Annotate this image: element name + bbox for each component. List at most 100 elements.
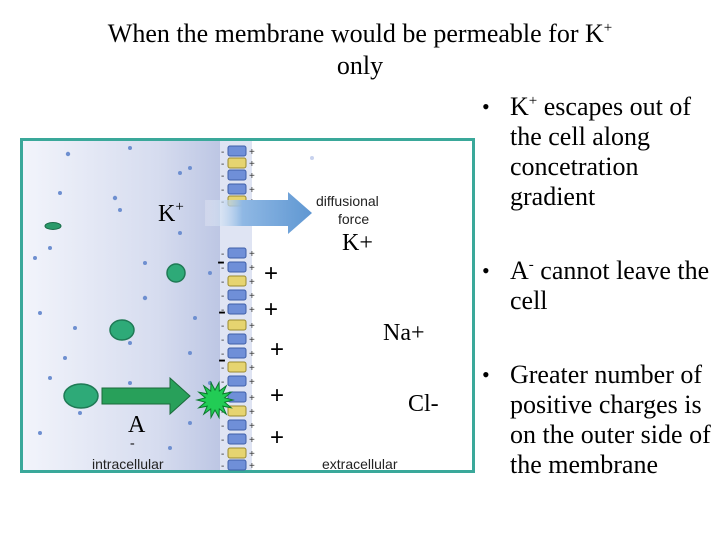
- anion-molecule: [63, 383, 99, 409]
- slide-title: When the membrane would be permeable for…: [60, 18, 660, 82]
- small-plus: +: [249, 435, 255, 446]
- membrane-channel: [227, 347, 247, 359]
- bullet-item: • Greater number of positive charges is …: [482, 360, 711, 479]
- bullet-superscript: -: [528, 257, 534, 273]
- membrane-channel: [227, 447, 247, 459]
- small-minus: -: [221, 449, 224, 460]
- minus-sign: -: [218, 298, 226, 325]
- diffusional-force-arrow: [205, 192, 312, 234]
- membrane-channel: [227, 247, 247, 259]
- intracellular-region: [23, 141, 230, 470]
- na-label: Na+: [383, 320, 425, 346]
- plus-sign: +: [270, 424, 285, 451]
- small-minus: -: [221, 461, 224, 472]
- minus-sign: -: [218, 346, 226, 373]
- small-molecule: [44, 222, 62, 230]
- bullet-item: • A- cannot leave the cell: [482, 256, 710, 315]
- small-plus: +: [249, 291, 255, 302]
- small-minus: -: [221, 171, 224, 182]
- anion-label: A: [128, 412, 146, 438]
- membrane-channel: [227, 289, 247, 301]
- title-superscript: +: [603, 20, 613, 36]
- small-plus: +: [249, 421, 255, 432]
- extracellular-label: extracellular: [322, 456, 398, 472]
- membrane-channel: [227, 459, 247, 471]
- membrane-channel: [227, 361, 247, 373]
- diagram-canvas: - + - + - + - + - + - + - + - + - + - + - + - + - + - + - + - + - + - + - + - +…: [20, 138, 475, 473]
- cell-membrane: -+-+-+-+-+-+-+-+-+-+-+-+-+-+-+-+-+-+-+-+…: [220, 141, 255, 472]
- membrane-channel: [227, 419, 247, 431]
- small-plus: +: [249, 335, 255, 346]
- small-plus: +: [249, 449, 255, 460]
- small-plus: +: [249, 263, 255, 274]
- membrane-channel: [227, 183, 247, 195]
- small-minus: -: [221, 147, 224, 158]
- small-minus: -: [221, 407, 224, 418]
- small-minus: -: [221, 305, 224, 316]
- small-minus: -: [221, 377, 224, 388]
- bullet-list: • K+ escapes out of the cell along conce…: [478, 92, 718, 524]
- small-plus: +: [249, 277, 255, 288]
- small-plus: +: [249, 249, 255, 260]
- small-plus: +: [249, 377, 255, 388]
- bullet-text: K: [510, 92, 529, 121]
- small-plus: +: [249, 159, 255, 170]
- intracellular-label: intracellular: [92, 456, 164, 472]
- minus-sign: -: [217, 248, 225, 275]
- membrane-channel: [227, 261, 247, 273]
- title-line2: only: [336, 51, 384, 80]
- small-minus: -: [221, 335, 224, 346]
- membrane-channel: [227, 433, 247, 445]
- small-minus: -: [221, 249, 224, 260]
- small-plus: +: [249, 171, 255, 182]
- small-minus: -: [221, 363, 224, 374]
- bullet-text: cannot leave the cell: [510, 256, 710, 315]
- anion-subscript: -: [130, 436, 135, 451]
- bullet-superscript: +: [528, 93, 538, 109]
- small-plus: +: [249, 147, 255, 158]
- small-plus: +: [249, 461, 255, 472]
- blocked-anion-arrow: [101, 376, 191, 416]
- small-minus: -: [221, 349, 224, 360]
- small-minus: -: [221, 321, 224, 332]
- plus-sign: +: [270, 336, 285, 363]
- membrane-channel: [227, 169, 247, 181]
- plus-sign: +: [264, 260, 279, 287]
- small-minus: -: [221, 277, 224, 288]
- membrane-channel: [227, 375, 247, 387]
- membrane-channel: [227, 157, 247, 169]
- bullet-text: Greater number of positive charges is on…: [510, 360, 711, 479]
- title-line1: When the membrane would be permeable for…: [107, 19, 604, 48]
- small-minus: -: [221, 291, 224, 302]
- membrane-channel: [227, 145, 247, 157]
- plus-sign: +: [270, 382, 285, 409]
- small-minus: -: [221, 435, 224, 446]
- cl-label: Cl-: [408, 391, 439, 417]
- small-plus: +: [249, 407, 255, 418]
- k-ion-molecule: [166, 263, 186, 283]
- small-plus: +: [249, 393, 255, 404]
- membrane-channel: [227, 303, 247, 315]
- small-minus: -: [221, 159, 224, 170]
- bullet-text: A: [510, 256, 529, 285]
- green-molecule: [109, 319, 135, 341]
- bullet-item: • K+ escapes out of the cell along conce…: [482, 92, 692, 211]
- small-plus: +: [249, 363, 255, 374]
- small-plus: +: [249, 305, 255, 316]
- k-left-label: K+: [158, 199, 184, 228]
- small-plus: +: [249, 185, 255, 196]
- bullet-text: escapes out of the cell along concetrati…: [510, 92, 692, 211]
- k-right-label: K+: [342, 230, 373, 256]
- membrane-channel: [227, 333, 247, 345]
- small-plus: +: [249, 321, 255, 332]
- small-minus: -: [221, 421, 224, 432]
- membrane-diagram: - + - + - + - + - + - + - + - + - + - + - + - + - + - + - + - + - + - + - + - +…: [20, 138, 475, 473]
- blocked-starburst: [195, 380, 235, 420]
- small-minus: -: [221, 185, 224, 196]
- plus-sign: +: [264, 296, 279, 323]
- ion-dots: [33, 146, 314, 450]
- small-plus: +: [249, 349, 255, 360]
- small-minus: -: [221, 263, 224, 274]
- membrane-channel: [227, 319, 247, 331]
